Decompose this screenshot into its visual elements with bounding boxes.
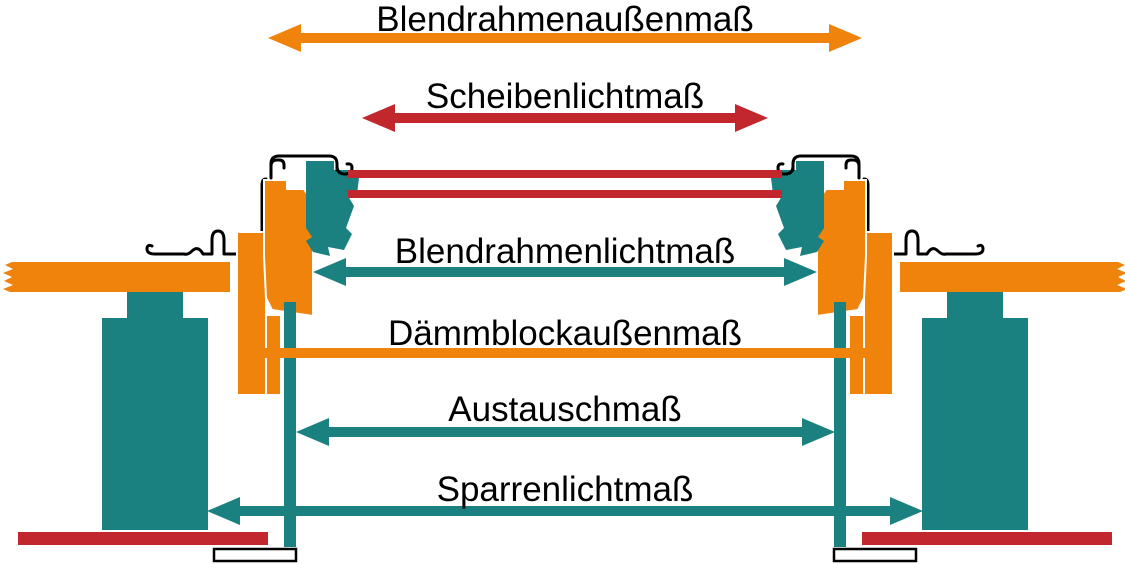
- label-daemmblockaussenmass: Dämmblockaußenmaß: [388, 314, 742, 353]
- glazing-panes: [348, 170, 782, 198]
- blendrahmenaussenmass-arrow: [268, 24, 862, 52]
- austauschmass-arrow: [296, 418, 835, 446]
- glass-pane-inner: [348, 190, 782, 198]
- left-assembly: [1, 154, 361, 563]
- label-blendrahmenlichtmass: Blendrahmenlichtmaß: [395, 232, 735, 271]
- right-assembly: [769, 154, 1125, 563]
- blendrahmenlichtmass-arrow: [313, 258, 817, 286]
- label-sparrenlichtmass: Sparrenlichtmaß: [437, 470, 694, 509]
- sparrenlichtmass-arrow: [207, 497, 923, 525]
- label-austauschmass: Austauschmaß: [448, 390, 681, 429]
- scheibenlichtmass-arrow: [362, 104, 768, 132]
- glass-pane-outer: [348, 170, 782, 178]
- label-scheibenlichtmass: Scheibenlichtmaß: [426, 77, 704, 116]
- label-blendrahmenaussenmass: Blendrahmenaußenmaß: [376, 0, 753, 39]
- daemmblockaussenmass-bar: [240, 348, 890, 358]
